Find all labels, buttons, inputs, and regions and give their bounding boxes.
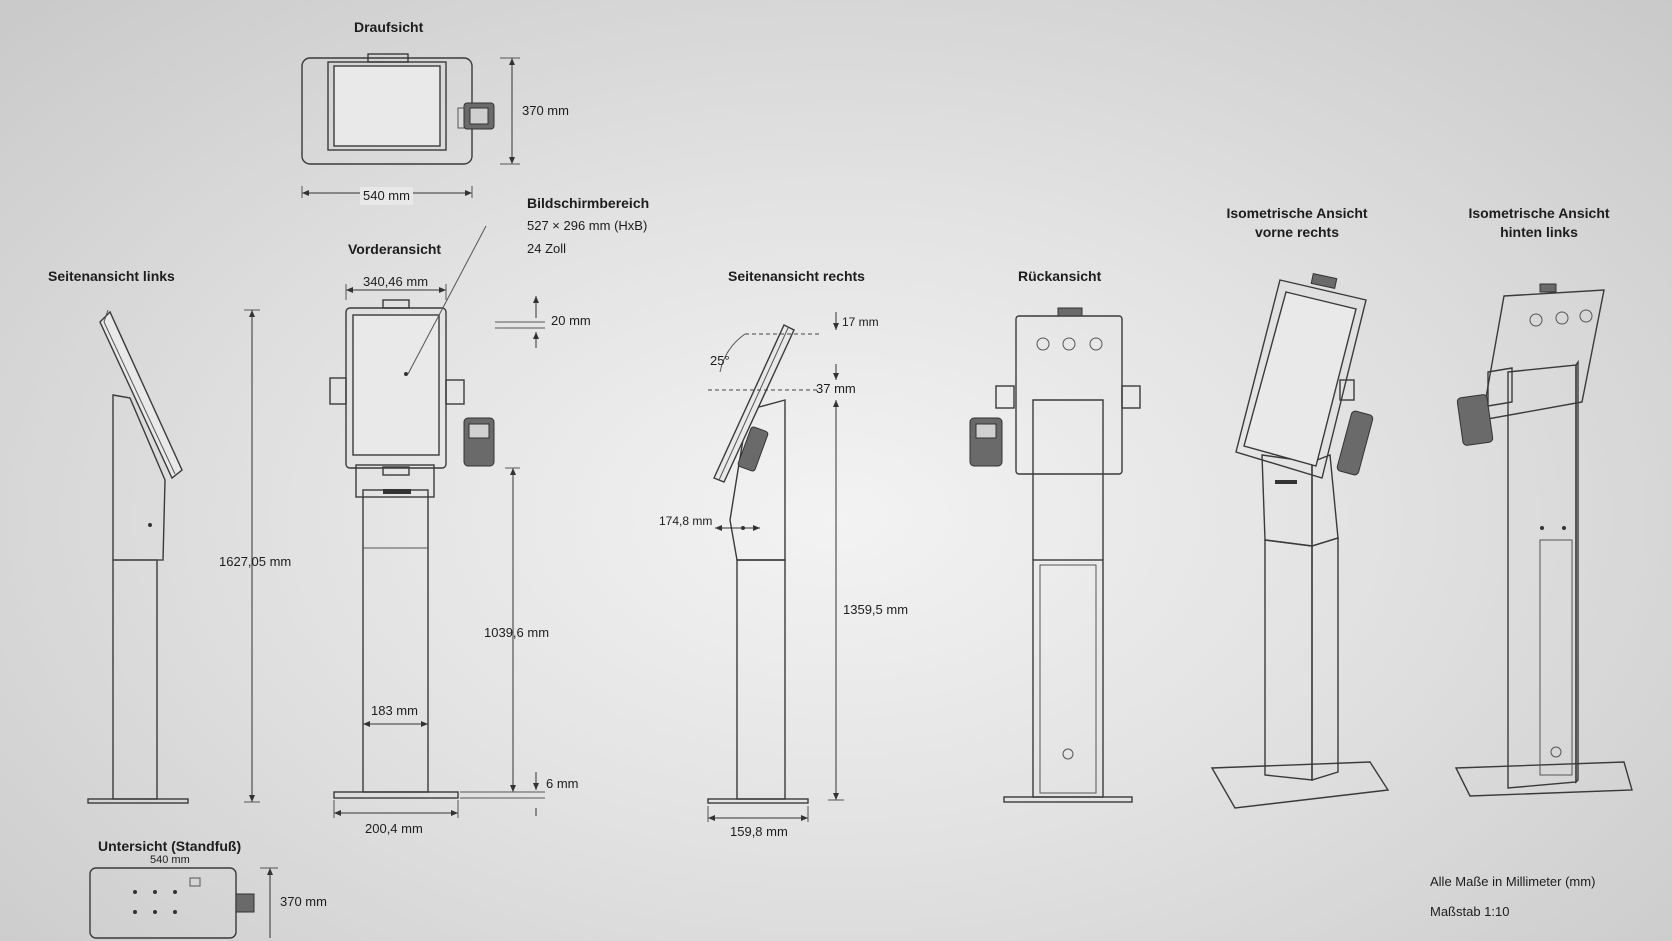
right-screen-offset-dimension: 37 mm: [816, 381, 856, 396]
left-side-view-drawing: [87, 309, 189, 804]
total-height-dimension: 1627,05 mm: [219, 554, 292, 569]
bottom-view-drawing: [89, 867, 255, 939]
bottom-view-title: Untersicht (Standfuß): [98, 838, 242, 854]
units-note: Alle Maße in Millimeter (mm): [1430, 874, 1596, 889]
column-height-dimension: 1039,6 mm: [484, 625, 550, 640]
top-view-drawing: [301, 53, 495, 165]
scale-note: Maßstab 1:10: [1430, 904, 1510, 919]
front-view-title: Vorderansicht: [348, 241, 442, 257]
screen-area-size: 527 × 296 mm (HxB): [527, 218, 648, 233]
right-height-dimension: 1359,5 mm: [843, 602, 909, 617]
back-view-drawing: [969, 307, 1141, 803]
front-top-offset-dimension: 20 mm: [551, 313, 591, 328]
right-top-offset-dimension: 17 mm: [842, 315, 879, 329]
top-view-title: Draufsicht: [354, 19, 424, 35]
screen-area-diagonal: 24 Zoll: [527, 241, 567, 256]
top-width-dimension: 540 mm: [360, 187, 413, 205]
right-base-depth-dimension: 159,8 mm: [730, 824, 788, 839]
left-view-title: Seitenansicht links: [48, 268, 175, 284]
iso-front-view-title: Isometrische Ansicht vorne rechts: [1226, 205, 1368, 240]
column-width-dimension: 183 mm: [371, 703, 418, 718]
bottom-depth-dimension: 370 mm: [280, 894, 327, 909]
base-thickness-dimension: 6 mm: [546, 776, 579, 791]
back-view-title: Rückansicht: [1018, 268, 1102, 284]
right-view-title: Seitenansicht rechts: [728, 268, 865, 284]
bottom-width-dimension: 540 mm: [150, 855, 190, 865]
tilt-angle-dimension: 25°: [710, 353, 730, 368]
iso-front-view-drawing: [1210, 273, 1390, 809]
front-base-width-dimension: 200,4 mm: [365, 821, 423, 836]
front-view-drawing: [329, 299, 495, 799]
iso-back-view-title: Isometrische Ansicht hinten links: [1468, 205, 1610, 240]
iso-back-view-drawing: [1454, 283, 1633, 797]
right-side-view-drawing: [707, 324, 809, 804]
screen-area-title: Bildschirmbereich: [527, 195, 650, 211]
front-top-width-dimension: 340,46 mm: [363, 274, 429, 289]
top-height-dimension: 370 mm: [522, 103, 569, 118]
right-column-depth-dimension: 174,8 mm: [659, 514, 713, 528]
